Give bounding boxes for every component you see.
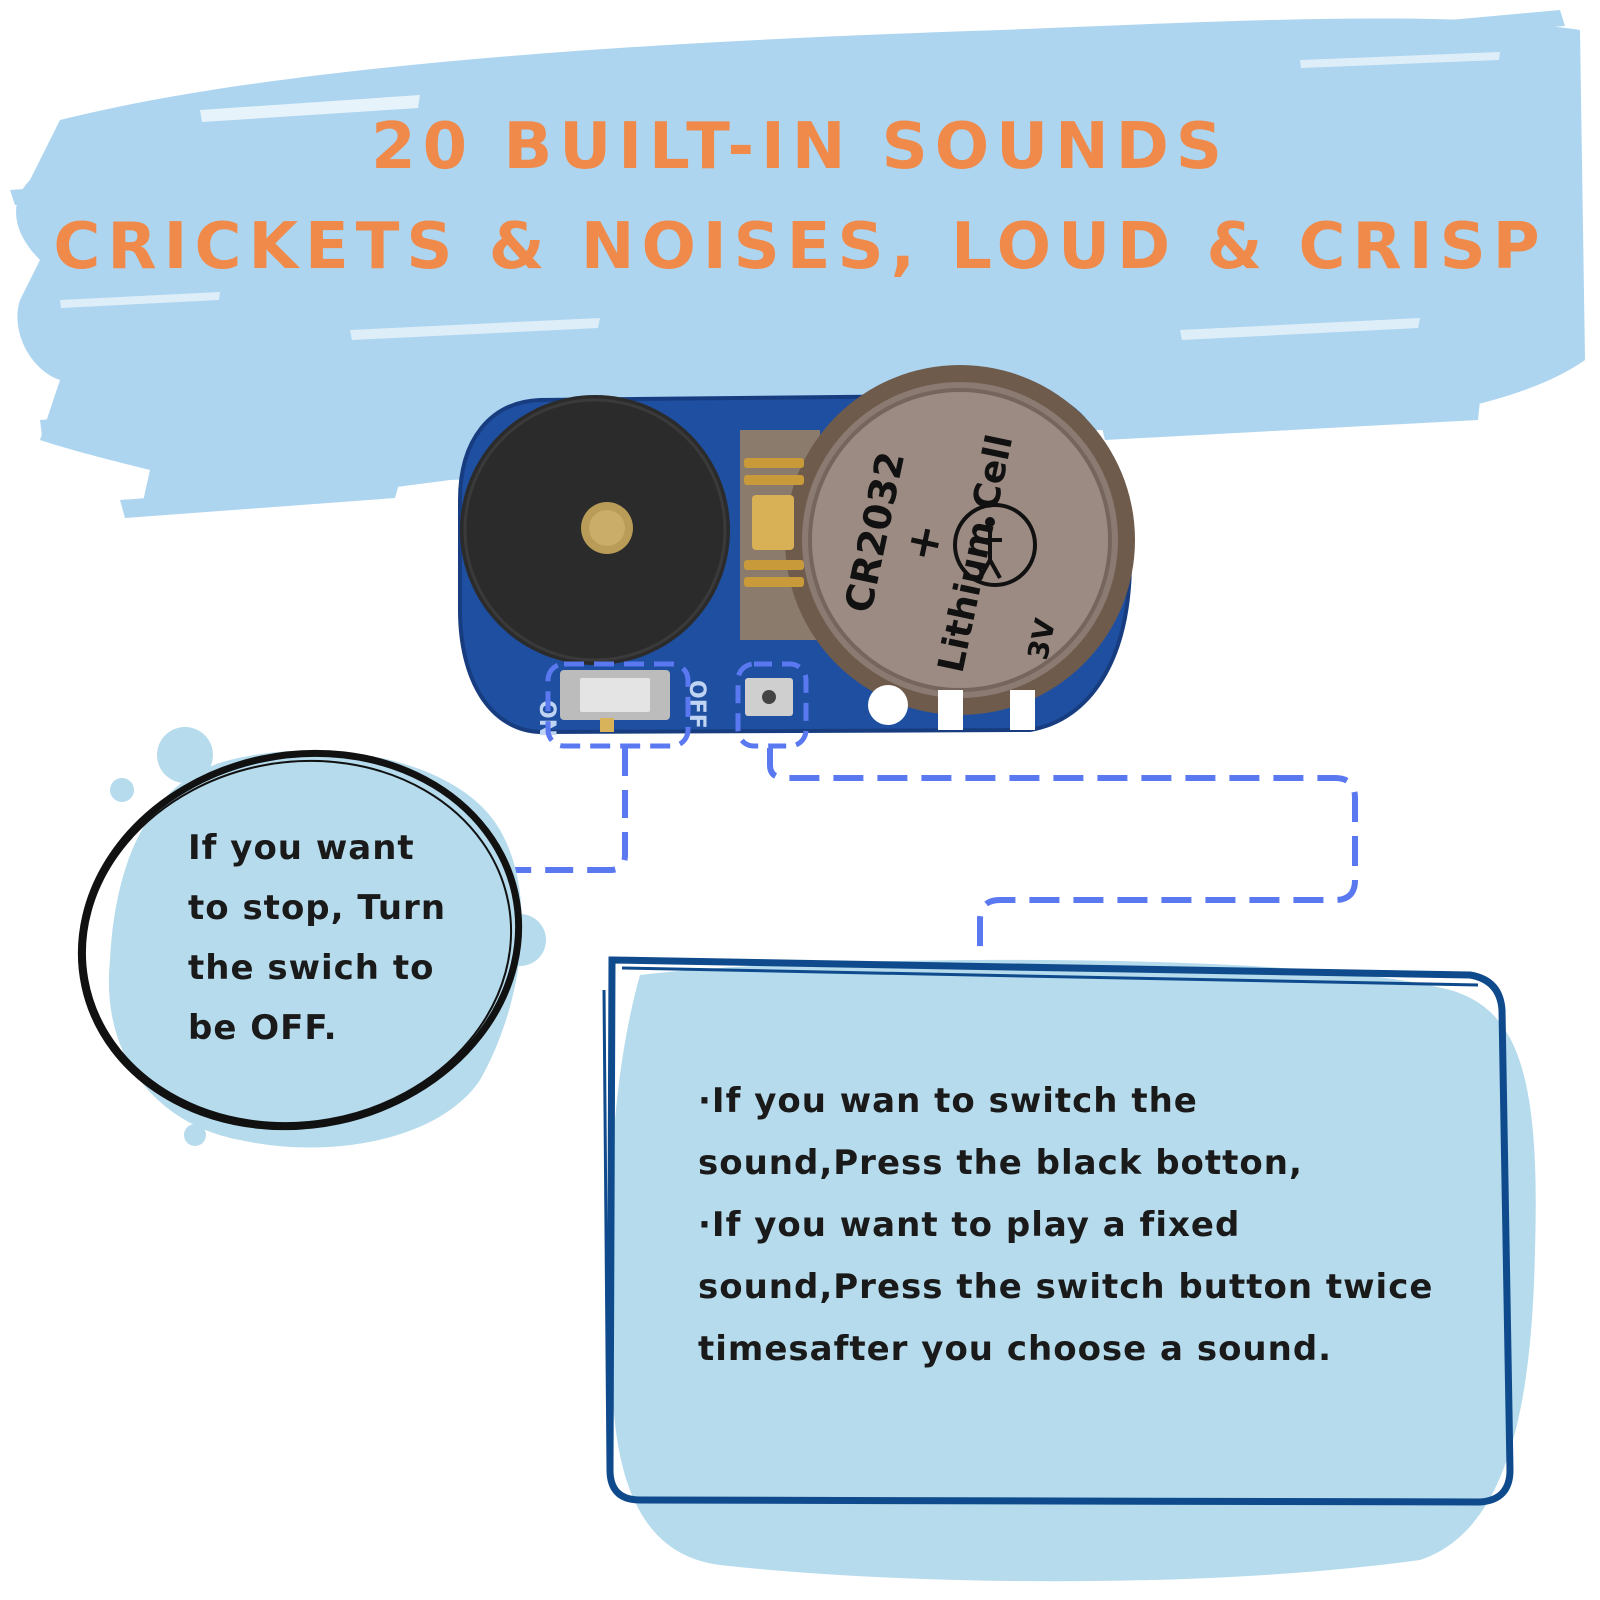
stop-note-line: be OFF. [188,1008,338,1048]
header-title-line-1: 20 BUILT-IN SOUNDS [371,110,1229,184]
switch-note-line: ·If you want to play a fixed [698,1205,1241,1245]
switch-highlight-box [545,661,691,749]
switch-note-line: sound,Press the switch button twice [698,1267,1434,1307]
slide-switch: ON OFF [534,670,709,737]
stop-note-bubble [77,727,546,1148]
pcb-holes [868,685,1035,730]
switch-note-line: sound,Press the black botton, [698,1143,1303,1183]
button-highlight-box [735,661,809,749]
switch-note-box [602,956,1536,1582]
stop-note-line: If you want [188,828,415,868]
buzzer [460,395,730,665]
switch-note-line: ·If you wan to switch the [698,1081,1198,1121]
switch-connector-line [510,748,628,873]
stop-note-text: If you want to stop, Turn the swich to b… [188,818,488,1058]
button-connector-line [767,748,1358,955]
push-button [745,678,793,716]
recycle-person-icon [953,503,1037,587]
stop-note-line: to stop, Turn [188,888,447,928]
stop-note-line: the swich to [188,948,435,988]
header-title-line-2: CRICKETS & NOISES, LOUD & CRISP [53,210,1547,284]
switch-note-line: timesafter you choose a sound. [698,1329,1333,1369]
switch-note-text: ·If you wan to switch the sound,Press th… [698,1070,1498,1380]
coin-battery: CR2032 + Lithium Cell 3V [802,382,1118,698]
brush-banner [10,10,1585,518]
